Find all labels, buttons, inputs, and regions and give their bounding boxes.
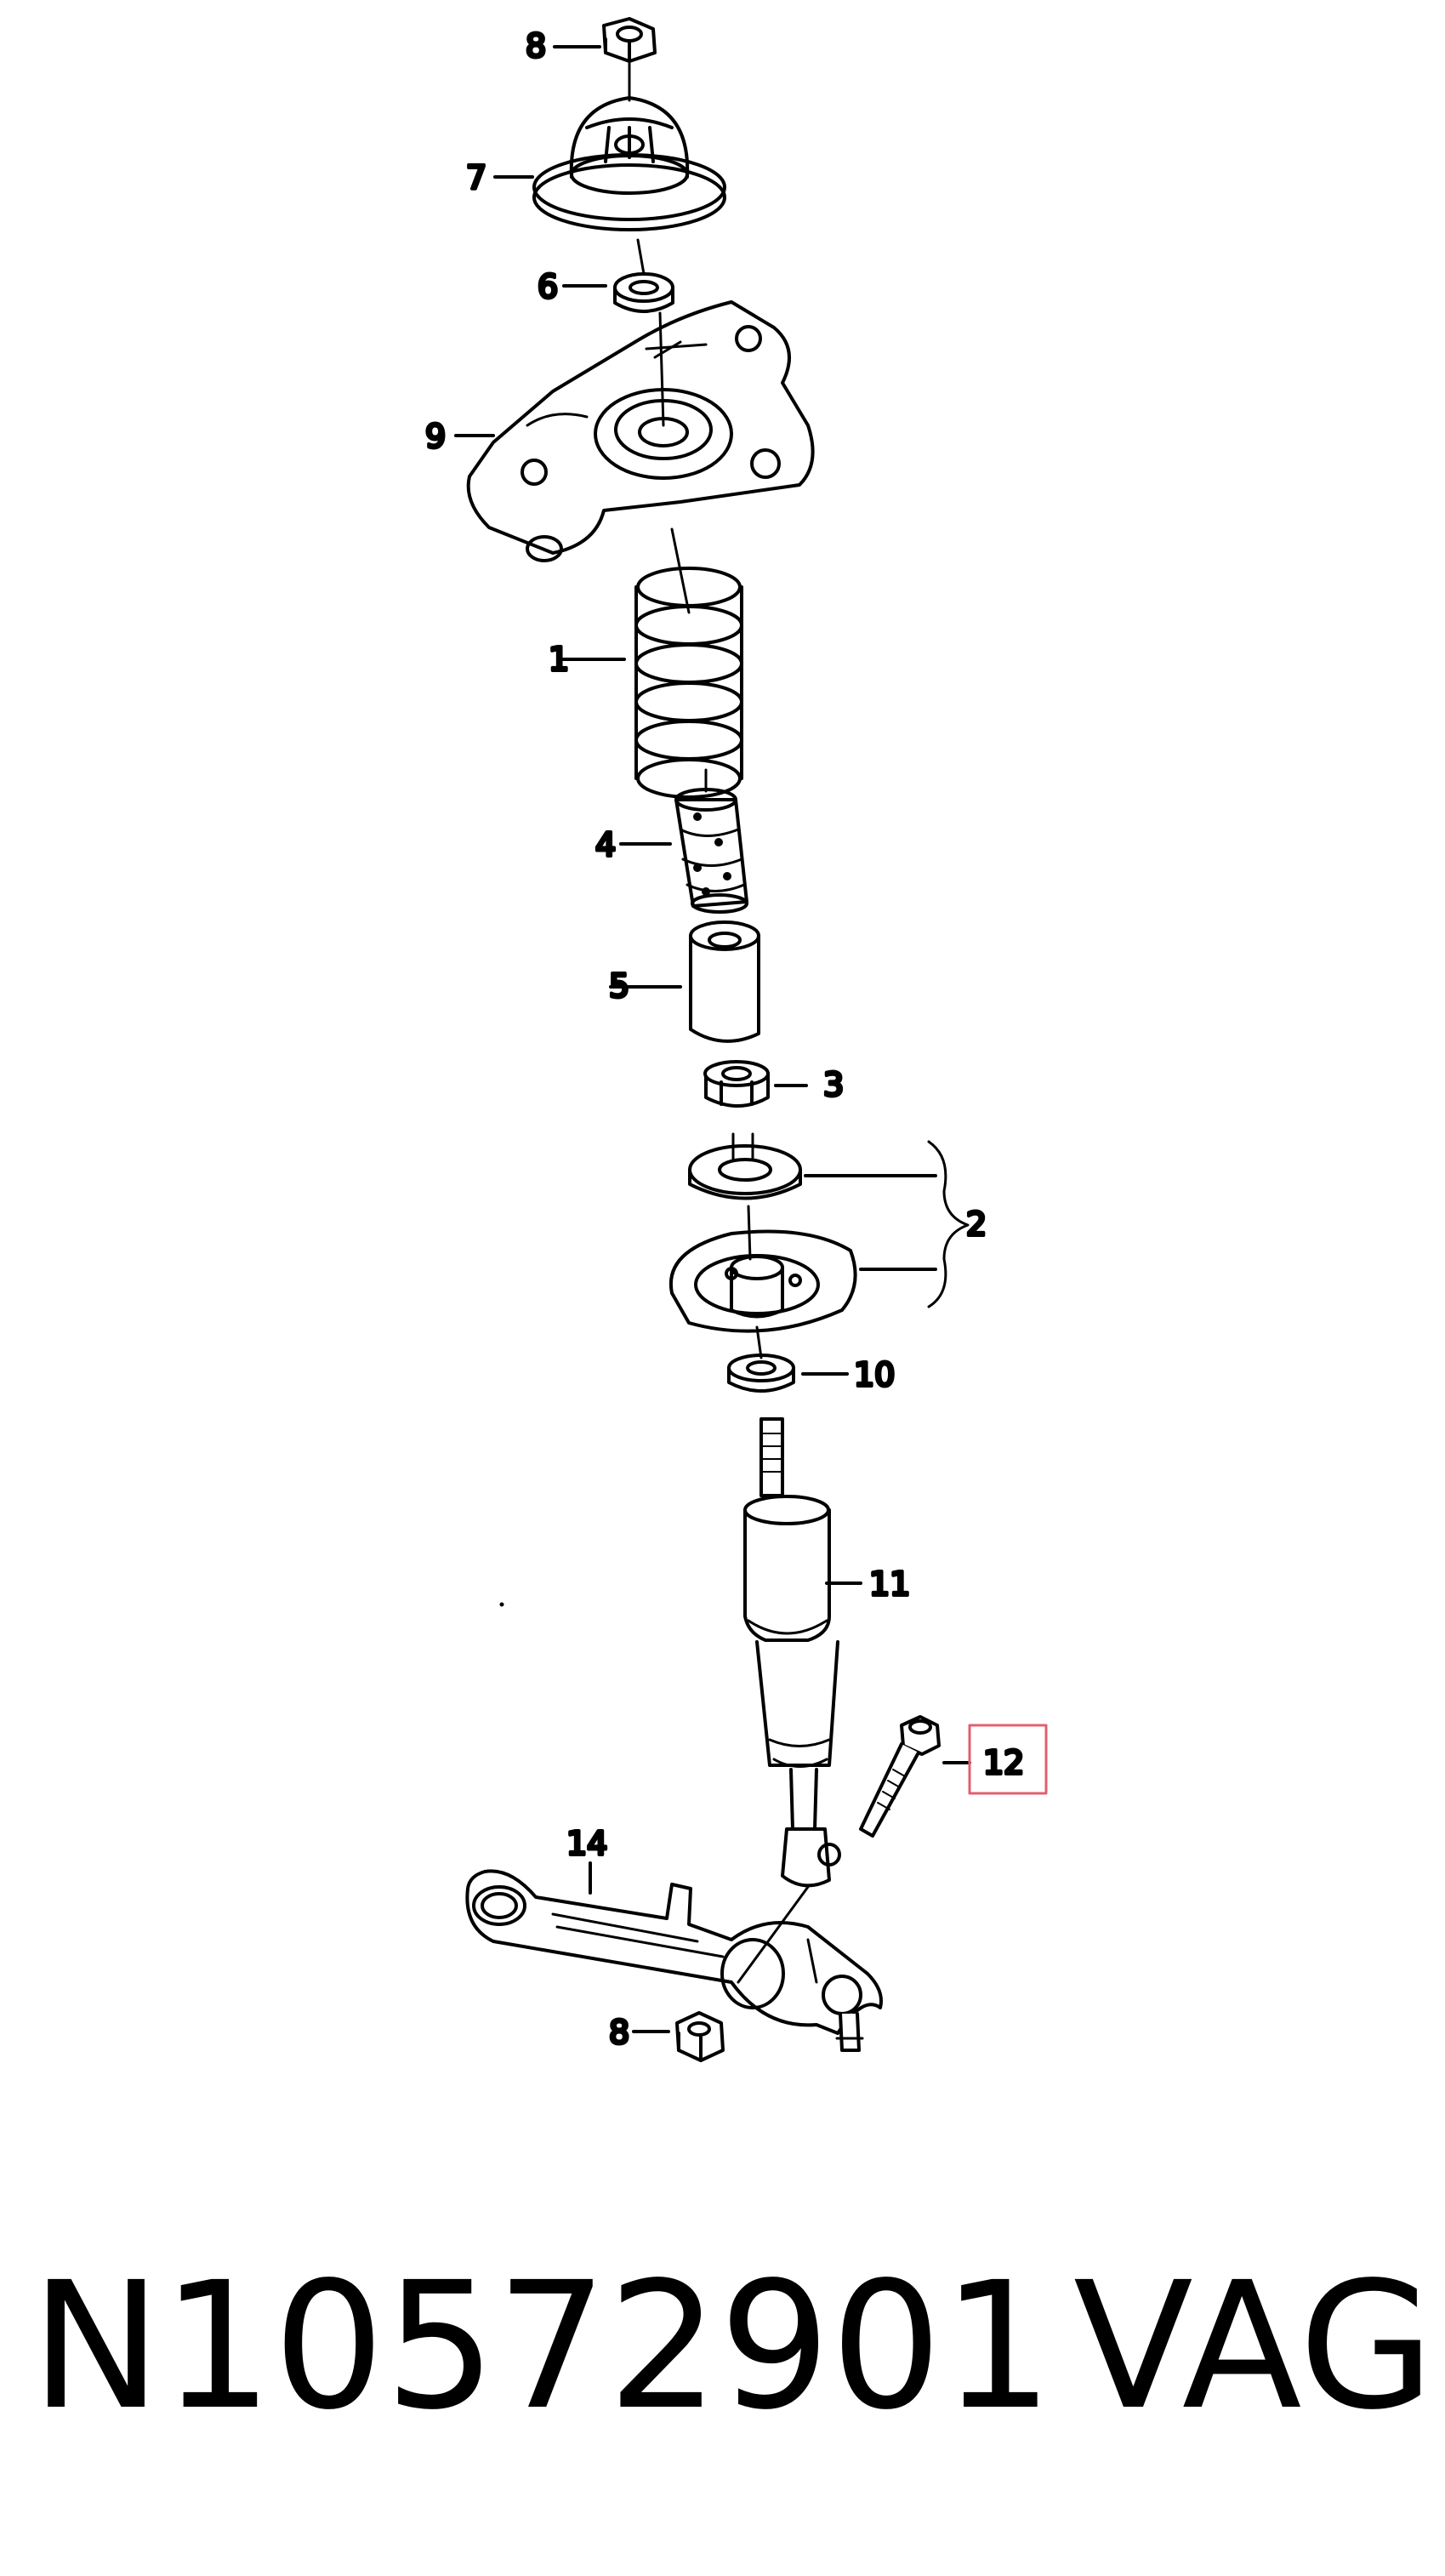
part-7-strut-mount[interactable] — [532, 96, 726, 231]
callout-5[interactable]: 5 — [607, 966, 631, 1006]
part-10-bushing[interactable] — [727, 1354, 795, 1393]
part-3-nut[interactable] — [703, 1060, 770, 1108]
part-1-coil-spring[interactable] — [634, 567, 743, 799]
callout-1[interactable]: 1 — [547, 639, 571, 680]
stray-dot — [499, 1602, 504, 1607]
axis-line-7 — [755, 1325, 763, 1359]
axis-line-6 — [747, 1205, 752, 1261]
callout-12[interactable]: 12 — [981, 1742, 1026, 1783]
part-14-control-arm[interactable] — [465, 1869, 883, 2052]
axis-line-8 — [737, 1885, 810, 1984]
callout-10[interactable]: 10 — [852, 1354, 896, 1395]
callout-11[interactable]: 11 — [868, 1564, 912, 1604]
exploded-suspension-diagram: 8 7 6 9 1 4 5 3 2 10 11 12 14 8 — [424, 17, 1048, 2062]
callout-8-bottom[interactable]: 8 — [607, 2012, 631, 2053]
callout-4[interactable]: 4 — [594, 824, 617, 865]
callout-7[interactable]: 7 — [464, 157, 488, 198]
part-2-bracket — [927, 1140, 970, 1308]
callout-8-top[interactable]: 8 — [524, 26, 548, 66]
part-number-caption: N10572901 — [31, 2244, 1054, 2448]
part-8-bottom-nut[interactable] — [675, 2011, 725, 2062]
callout-2[interactable]: 2 — [964, 1204, 988, 1245]
axis-line-4 — [670, 527, 691, 614]
part-11-shock-absorber[interactable] — [743, 1417, 841, 1888]
callout-14[interactable]: 14 — [565, 1823, 609, 1864]
axis-line-3 — [658, 311, 665, 427]
part-2-upper-seat[interactable] — [688, 1132, 802, 1200]
part-6-bushing[interactable] — [613, 272, 674, 313]
highlight-box-12 — [968, 1724, 1048, 1795]
callout-9[interactable]: 9 — [424, 416, 447, 457]
axis-line-2 — [636, 238, 646, 276]
part-5-dust-boot[interactable] — [689, 920, 760, 1043]
callout-3[interactable]: 3 — [822, 1064, 845, 1105]
part-12-bolt[interactable] — [859, 1715, 941, 1838]
part-2-lower-seat[interactable] — [668, 1229, 857, 1333]
part-9-tower-plate[interactable] — [466, 300, 815, 562]
callout-6[interactable]: 6 — [536, 266, 560, 307]
part-4-bump-stop[interactable] — [674, 788, 748, 914]
brand-caption: VAG — [1073, 2244, 1435, 2448]
